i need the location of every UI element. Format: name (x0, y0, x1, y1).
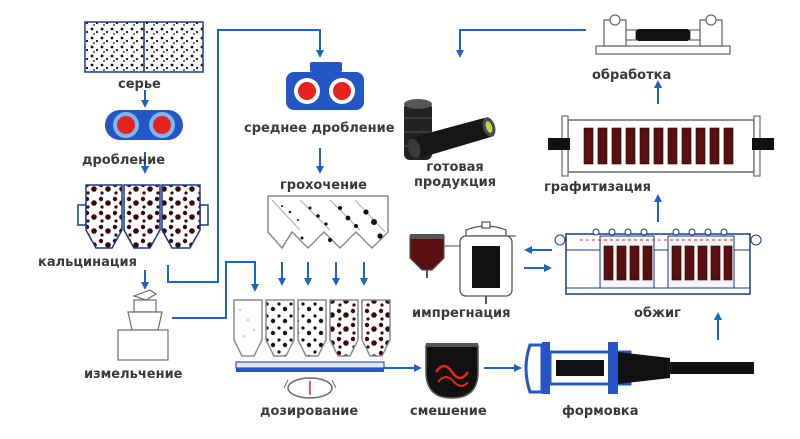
raw-material-bins (84, 21, 204, 73)
arrow-icon (172, 261, 259, 319)
label-graphitization: графитизация (544, 180, 651, 195)
label-machining: обработка (592, 68, 672, 83)
label-crushing: дробление (82, 153, 166, 168)
vibrating-screen-icon (267, 195, 389, 250)
graphite-electrode-icon (404, 99, 496, 160)
double-roll-crusher-icon (105, 110, 183, 140)
label-finished-line1: готовая (426, 160, 484, 175)
furnace-icon (554, 228, 762, 295)
label-medium-crushing: среднее дробление (244, 121, 395, 136)
lathe-icon (595, 14, 731, 55)
impregnation-vessels (409, 221, 516, 304)
label-calcination: кальцинация (38, 255, 137, 270)
label-finished-product: готовая продукция (400, 160, 510, 190)
extrusion-press-icon (524, 342, 754, 394)
label-forming: формовка (562, 404, 639, 419)
label-dosing: дозирование (260, 404, 359, 419)
screen-output-arrows (278, 262, 368, 286)
graphitization-furnace (548, 115, 774, 177)
label-grinding: измельчение (84, 367, 183, 382)
arrow-icon (167, 29, 324, 283)
label-raw: серье (118, 77, 161, 92)
mixer-icon (425, 343, 479, 399)
mill-icon (117, 289, 169, 361)
dosing-scale (283, 377, 337, 399)
label-mixing: смешение (410, 404, 487, 419)
arrow-icon (456, 29, 586, 58)
calcination-silos (77, 184, 209, 249)
label-baking: обжиг (634, 306, 681, 321)
label-screening: грохочение (280, 178, 367, 193)
label-finished-line2: продукция (413, 175, 497, 190)
medium-crusher (286, 62, 364, 110)
label-impregnation: импрегнация (412, 306, 511, 321)
dosing-bins (233, 299, 391, 372)
